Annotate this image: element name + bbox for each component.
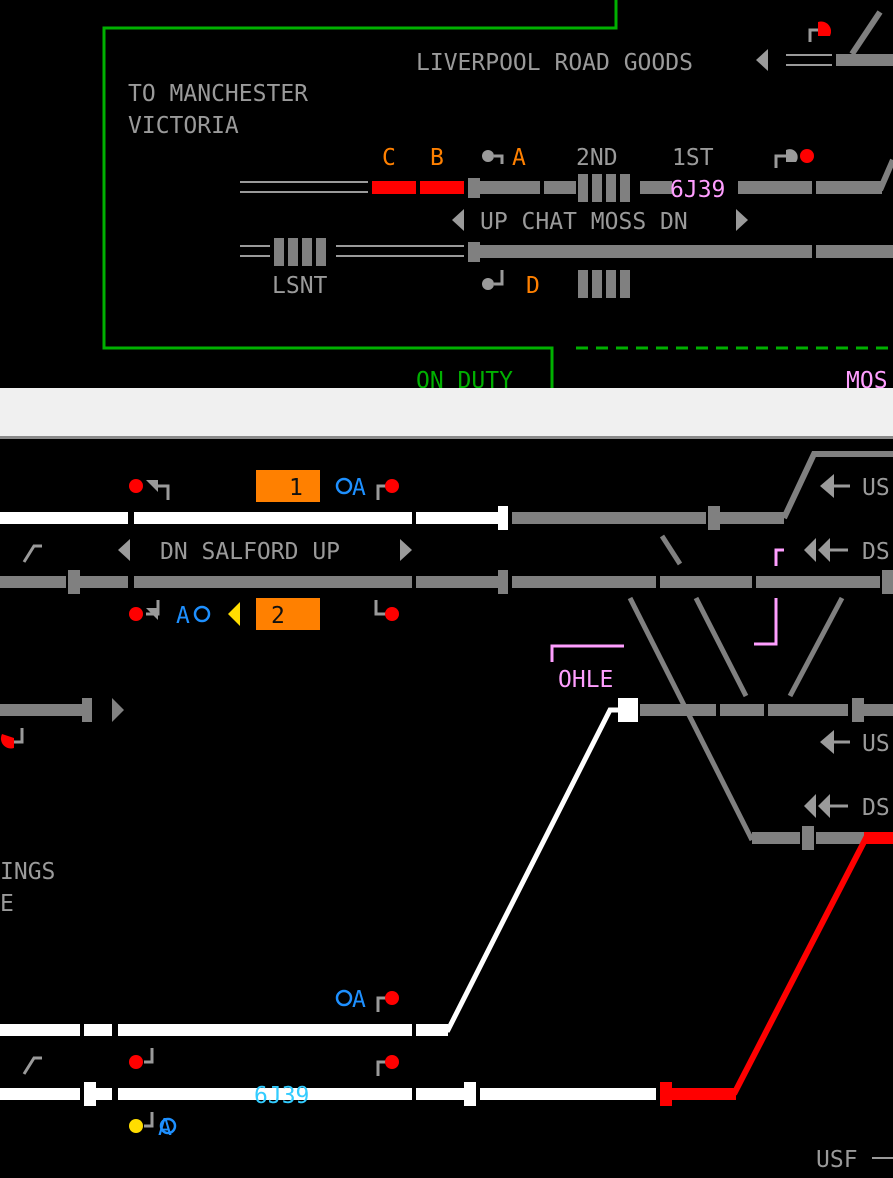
dn-salford-track[interactable] xyxy=(0,451,893,530)
signal-top-left[interactable] xyxy=(129,479,170,500)
to-manchester-label: TO MANCHESTER xyxy=(128,81,308,107)
us-label-lower: US xyxy=(862,731,890,757)
route-b-label: B xyxy=(430,145,444,171)
usf-label: USF xyxy=(816,1147,858,1173)
liverpool-road-goods-track[interactable] xyxy=(786,10,893,66)
area-boundary xyxy=(102,0,618,388)
liverpool-road-goods-label: LIVERPOOL ROAD GOODS xyxy=(416,50,693,76)
berth-1-label: 1 xyxy=(289,475,303,501)
arrow-right-icon xyxy=(736,209,748,231)
ohle-label: OHLE xyxy=(558,667,613,693)
up-salford-track[interactable] xyxy=(0,570,893,594)
second-label: 2ND xyxy=(576,145,618,171)
left-stub-track[interactable] xyxy=(0,698,92,722)
shunt-signal-liverpool-road[interactable] xyxy=(808,21,832,42)
window-divider-bar[interactable] xyxy=(0,388,893,439)
auto-a-bottom-label: A xyxy=(158,1115,172,1141)
signal-lower-left[interactable] xyxy=(129,1048,154,1069)
victoria-label: VICTORIA xyxy=(128,113,239,139)
ds-label-lower: DS xyxy=(862,795,890,821)
chat-moss-up-track[interactable] xyxy=(240,158,893,202)
berth-blocks-d xyxy=(578,270,630,298)
signal-lower-right[interactable] xyxy=(376,1055,399,1076)
auto-a-lower-label: A xyxy=(352,987,366,1013)
signal-left-stub[interactable] xyxy=(0,728,24,749)
signal-salford-right[interactable] xyxy=(374,600,399,621)
signal-1st-upper[interactable] xyxy=(774,149,814,168)
auto-a-top-label: A xyxy=(352,475,366,501)
set-route-diagonal[interactable] xyxy=(420,707,620,1033)
train-headcode-lower[interactable]: 6J39 xyxy=(254,1083,309,1109)
arrow-right-icon xyxy=(112,698,124,722)
signal-auto-top[interactable] xyxy=(335,477,399,500)
dn-salford-up-label: DN SALFORD UP xyxy=(160,539,340,565)
route-d-label: D xyxy=(526,273,540,299)
signal-bottom-auto[interactable] xyxy=(129,1112,177,1135)
ohle-track[interactable] xyxy=(618,698,893,722)
us-label-top: US xyxy=(862,475,890,501)
ohle-boundary xyxy=(754,598,778,646)
crossover-tracks[interactable] xyxy=(627,534,845,842)
lsnt-label: LSNT xyxy=(272,273,328,299)
sidings-label: INGS xyxy=(0,859,55,885)
route-a-label: A xyxy=(512,145,526,171)
signal-a-upper[interactable] xyxy=(482,150,504,164)
sidings-label-line2: E xyxy=(0,891,14,917)
berth-2-label: 2 xyxy=(271,603,285,629)
arrow-left-icon xyxy=(452,209,464,231)
arrow-left-icon xyxy=(756,49,768,71)
signal-auto-lower[interactable] xyxy=(335,989,399,1012)
arrow-left-icon xyxy=(804,474,850,818)
arrow-left-icon xyxy=(118,539,130,561)
point-indicator-icon xyxy=(22,544,42,1075)
lower-down-track[interactable] xyxy=(0,835,893,1106)
train-headcode-upper[interactable]: 6J39 xyxy=(670,177,725,203)
ds-label-top: DS xyxy=(862,539,890,565)
route-c-label: C xyxy=(382,145,396,171)
lower-up-track[interactable] xyxy=(0,1024,448,1036)
arrow-right-icon xyxy=(400,539,412,561)
first-label: 1ST xyxy=(672,145,714,171)
chat-moss-down-track[interactable] xyxy=(240,238,893,266)
shunt-indicator-icon xyxy=(774,548,784,566)
ohle-bracket xyxy=(550,644,624,662)
up-chat-moss-dn-label: UP CHAT MOSS DN xyxy=(480,209,688,235)
berth-1-box[interactable] xyxy=(256,470,320,502)
berth-2-box[interactable] xyxy=(256,598,320,630)
signal-d-upper[interactable] xyxy=(482,270,504,290)
signal-salford-left[interactable] xyxy=(129,600,240,626)
auto-a-mid-label: A xyxy=(176,603,190,629)
